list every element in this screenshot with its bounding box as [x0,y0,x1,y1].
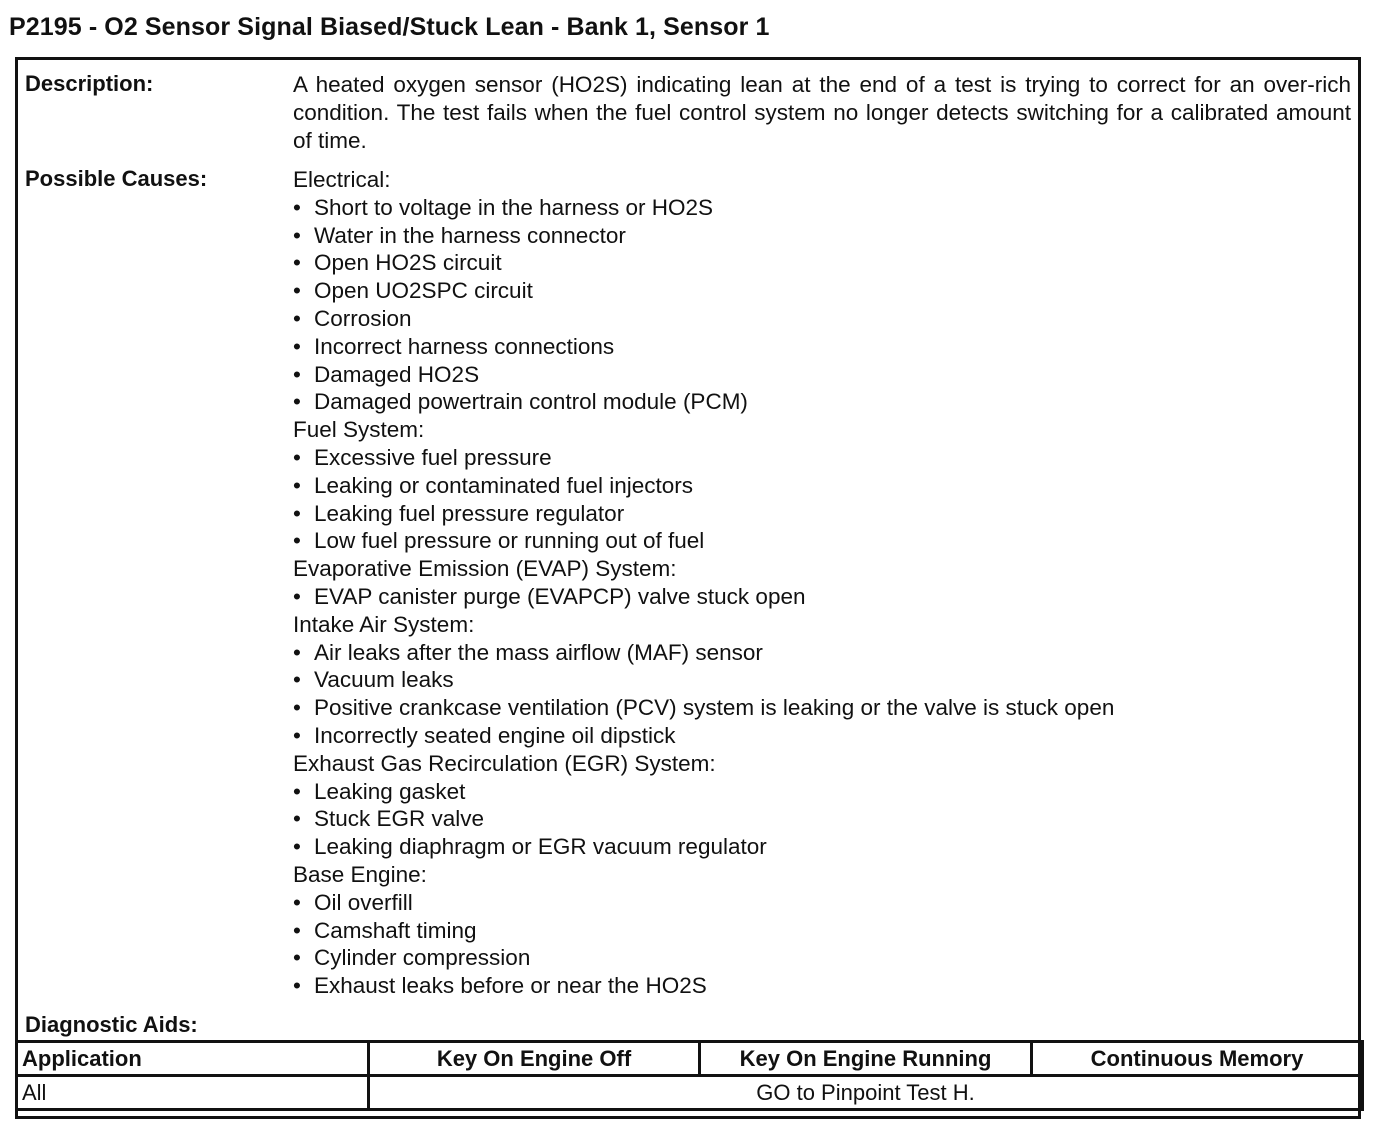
cause-item: Leaking diaphragm or EGR vacuum regulato… [293,833,1343,861]
cause-item: Leaking gasket [293,778,1343,806]
header-key-on-engine-off: Key On Engine Off [367,1040,701,1077]
cause-item: Exhaust leaks before or near the HO2S [293,972,1343,1000]
cause-item: Corrosion [293,305,1343,333]
cause-category-heading: Fuel System: [293,417,425,443]
description-text: A heated oxygen sensor (HO2S) indicating… [293,72,1351,153]
cause-item: Camshaft timing [293,917,1343,945]
cause-category-heading: Electrical: [293,167,391,192]
cause-item: Incorrect harness connections [293,333,1343,361]
cause-item: Water in the harness connector [293,222,1343,250]
cause-item: Damaged HO2S [293,361,1343,389]
possible-causes-list: Electrical:Short to voltage in the harne… [293,166,1343,1000]
possible-causes-label: Possible Causes: [25,166,208,191]
cause-category-heading: Intake Air System: [293,611,475,637]
cause-category-heading: Evaporative Emission (EVAP) System: [293,556,677,582]
cause-item: Incorrectly seated engine oil dipstick [293,722,1343,750]
cause-item: Open UO2SPC circuit [293,277,1343,305]
application-cell: All [15,1074,370,1111]
table-header-row: Application Key On Engine Off Key On Eng… [15,1040,1364,1077]
cause-item: Vacuum leaks [293,666,1343,694]
cause-item: Leaking fuel pressure regulator [293,500,1343,528]
cause-item: Oil overfill [293,889,1343,917]
cause-item: EVAP canister purge (EVAPCP) valve stuck… [293,583,1343,611]
header-continuous-memory: Continuous Memory [1030,1040,1364,1077]
action-cell: GO to Pinpoint Test H. [367,1074,1364,1111]
cause-item: Air leaks after the mass airflow (MAF) s… [293,639,1343,667]
cause-item: Short to voltage in the harness or HO2S [293,194,1343,222]
cause-item: Stuck EGR valve [293,805,1343,833]
diagnostic-aids-table: Application Key On Engine Off Key On Eng… [15,1040,1364,1111]
cause-item: Leaking or contaminated fuel injectors [293,472,1343,500]
cause-item: Open HO2S circuit [293,249,1343,277]
page-title: P2195 - O2 Sensor Signal Biased/Stuck Le… [9,13,770,41]
table-row: All GO to Pinpoint Test H. [15,1074,1364,1111]
description-label: Description: [25,71,154,96]
cause-category-heading: Exhaust Gas Recirculation (EGR) System: [293,750,716,776]
header-key-on-engine-running: Key On Engine Running [698,1040,1033,1077]
diagnostic-aids-label: Diagnostic Aids: [25,1012,198,1037]
cause-item: Excessive fuel pressure [293,444,1343,472]
cause-item: Damaged powertrain control module (PCM) [293,388,1343,416]
cause-item: Cylinder compression [293,944,1343,972]
cause-item: Low fuel pressure or running out of fuel [293,527,1343,555]
cause-category-heading: Base Engine: [293,861,427,887]
header-application: Application [15,1040,370,1077]
dtc-info-box: Description: A heated oxygen sensor (HO2… [15,57,1364,1119]
cause-item: Positive crankcase ventilation (PCV) sys… [293,694,1343,722]
